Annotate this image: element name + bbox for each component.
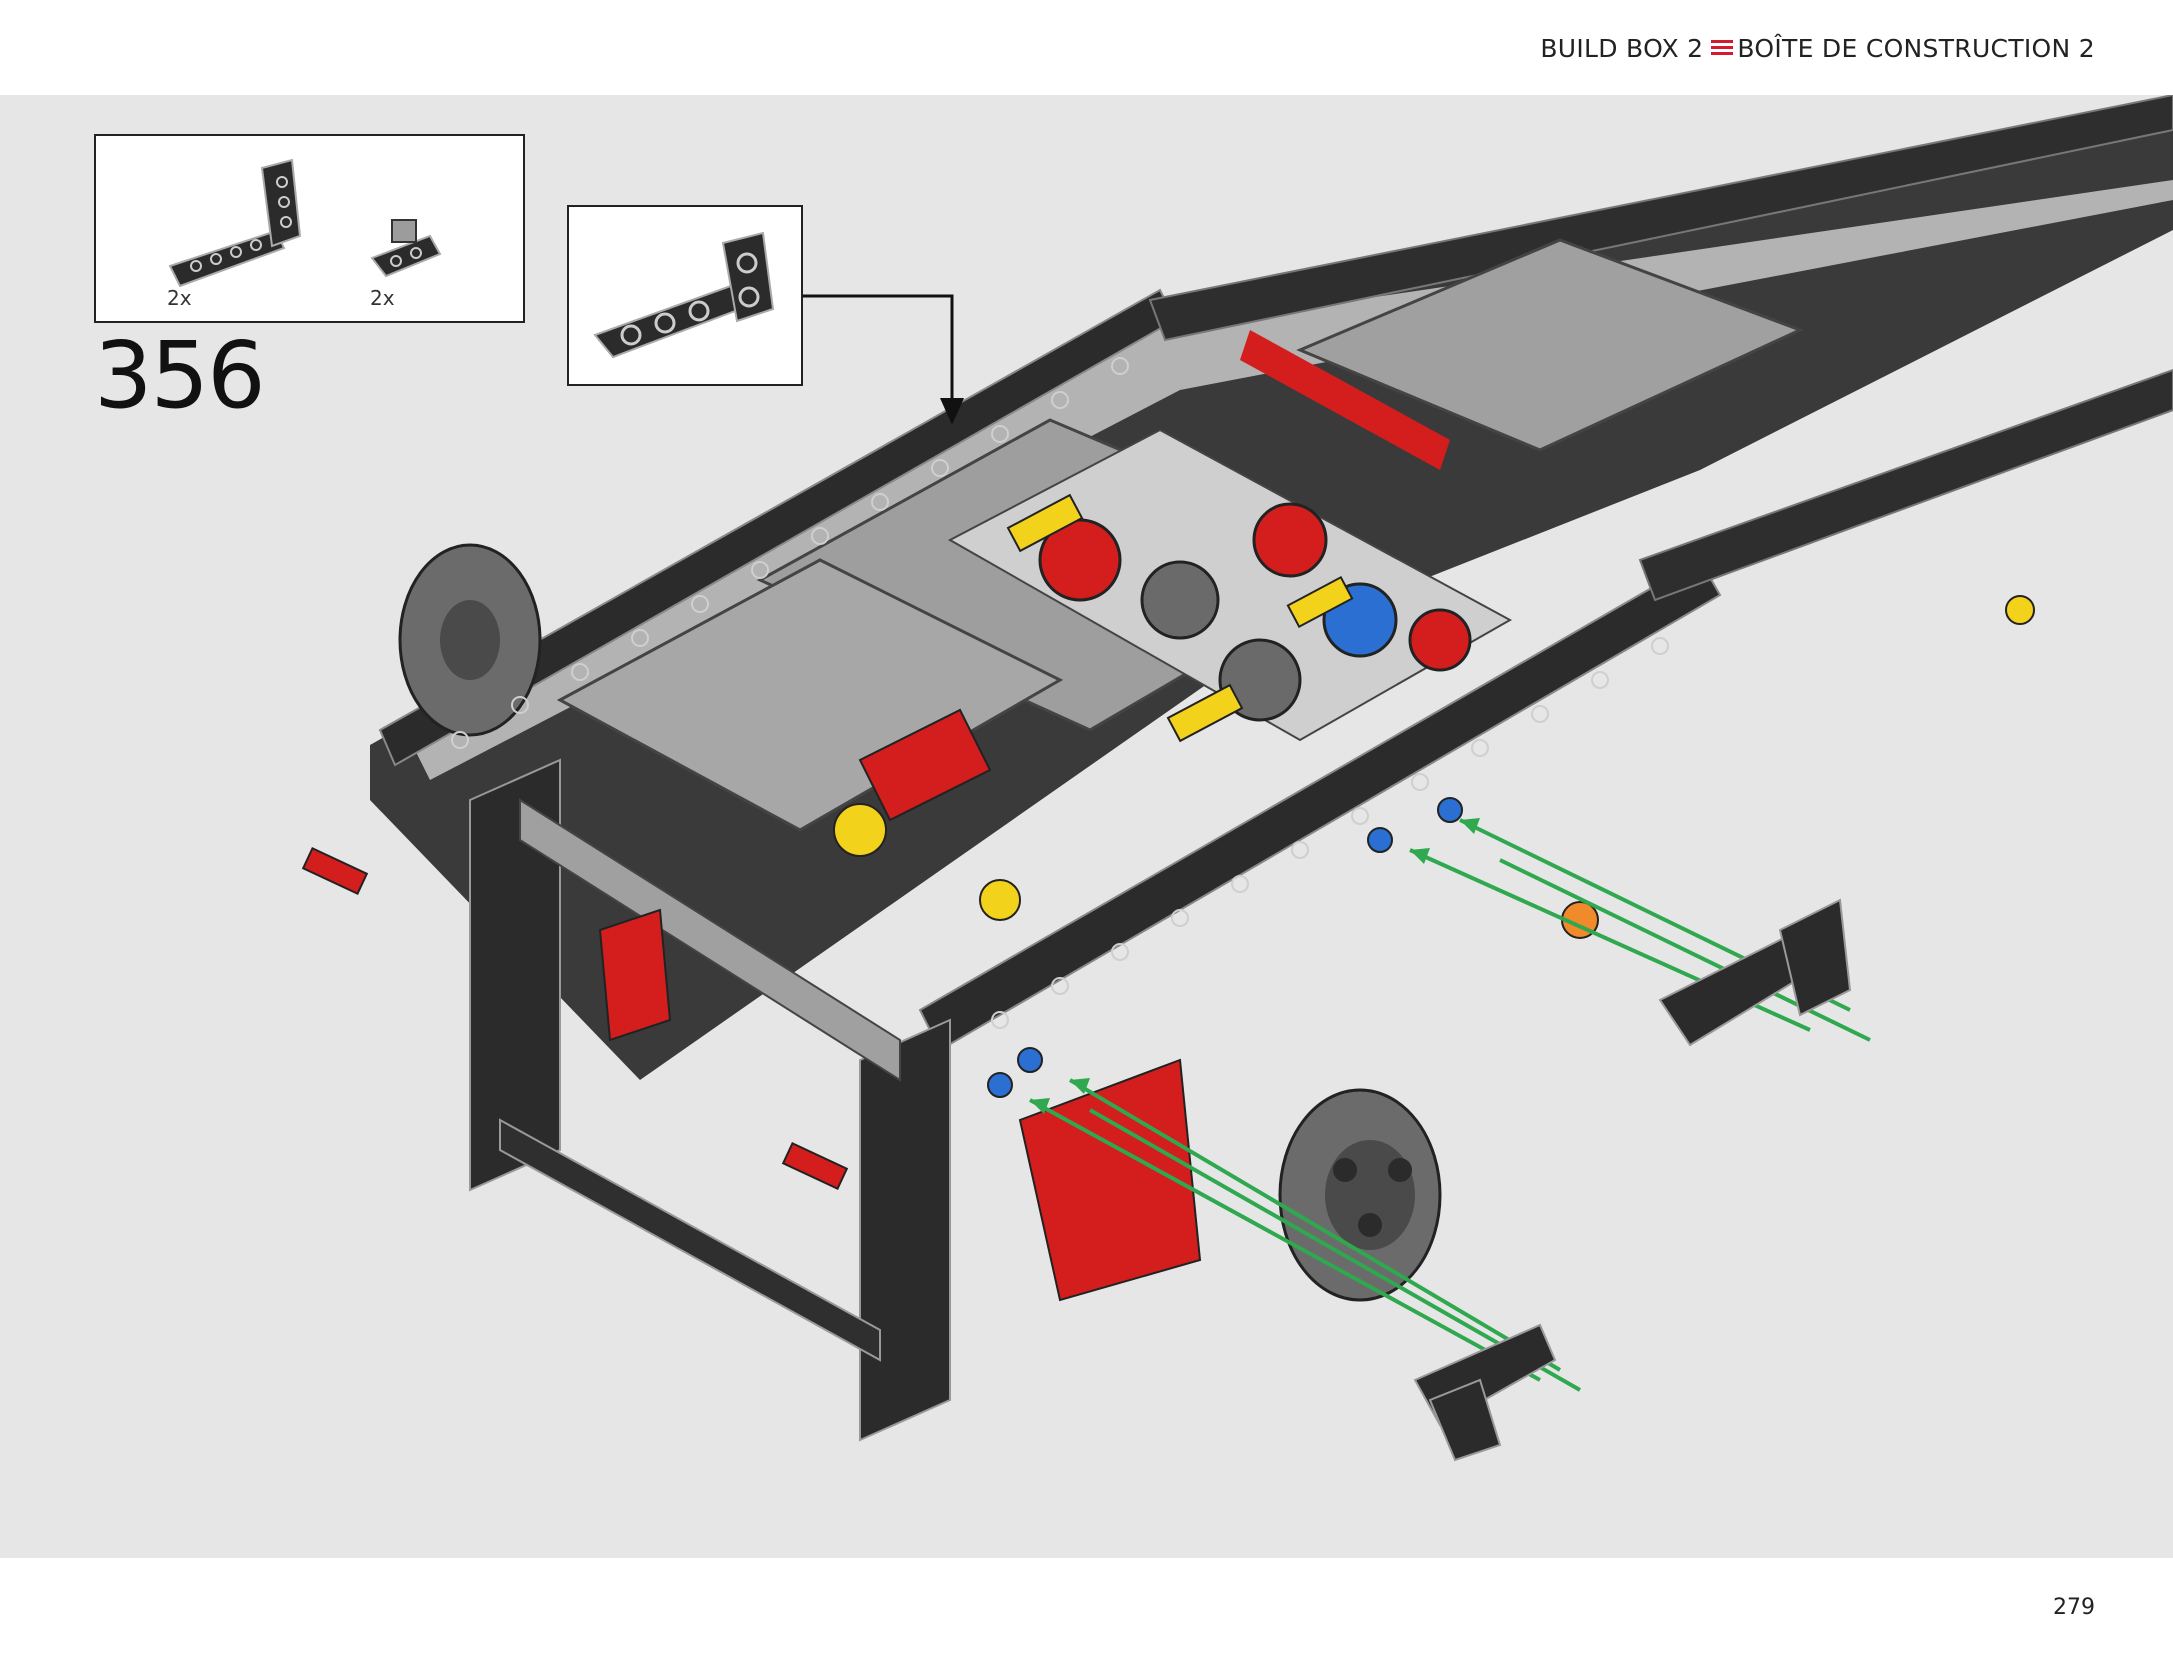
wheel-hub-left [398, 543, 542, 737]
l-beam-icon [168, 158, 302, 288]
callout-box [567, 205, 803, 386]
wheel-hub-right [1278, 1088, 1442, 1302]
build-box-title-en: BUILD BOX 2 [1540, 34, 1704, 63]
page-number: 279 [2053, 1595, 2095, 1620]
instruction-stage: 2x 2x 356 [0, 95, 2173, 1558]
step-number: 356 [94, 322, 266, 429]
build-box-title-fr: BOÎTE DE CONSTRUCTION 2 [1737, 34, 2095, 63]
separator-icon [1711, 40, 1734, 57]
l-beam-right-incoming [1658, 898, 1852, 1047]
build-box-title: BUILD BOX 2 BOÎTE DE CONSTRUCTION 2 [1540, 34, 2095, 63]
guide-arrowheads [1030, 818, 1480, 1114]
part-quantity: 2x [167, 286, 192, 310]
callout-arrow [803, 294, 964, 425]
beam-holes [451, 357, 1669, 1029]
page-header: BUILD BOX 2 BOÎTE DE CONSTRUCTION 2 [0, 0, 2173, 95]
l-beam-bottom-incoming [1413, 1323, 1557, 1462]
page-footer: 279 [0, 1558, 2173, 1654]
l-beam-callout-icon [593, 231, 775, 359]
chassis-assembly-illustration [301, 95, 2173, 1462]
parts-list-graphics [168, 158, 442, 288]
thick-liftarm-with-pin-connector-icon [370, 219, 442, 278]
gearbox [947, 428, 1513, 743]
part-quantity: 2x [370, 286, 395, 310]
parts-list-box: 2x 2x [94, 134, 525, 323]
